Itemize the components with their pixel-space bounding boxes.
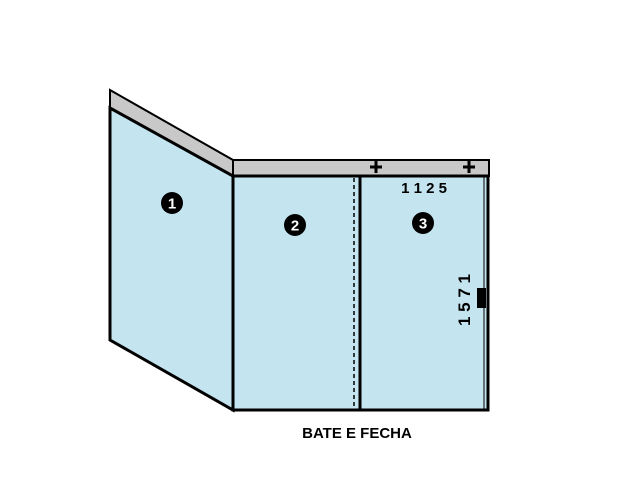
panel-badge-1: 1 [161,192,183,214]
width-dimension: 1 1 2 5 [401,180,447,197]
handle-icon [477,288,486,308]
panel-number-3: 3 [419,216,427,233]
plus-icon [463,161,475,173]
panel-number-1: 1 [168,196,176,213]
front-top-rail [232,159,490,177]
height-dimension: 1 5 7 1 [455,274,474,326]
panel-badge-2: 2 [284,214,306,236]
diagram-caption: BATE E FECHA [302,425,412,442]
glass-panel-2 [231,174,362,412]
plus-icon [370,161,382,173]
panel-number-2: 2 [291,218,299,235]
panel-badge-3: 3 [412,212,434,234]
